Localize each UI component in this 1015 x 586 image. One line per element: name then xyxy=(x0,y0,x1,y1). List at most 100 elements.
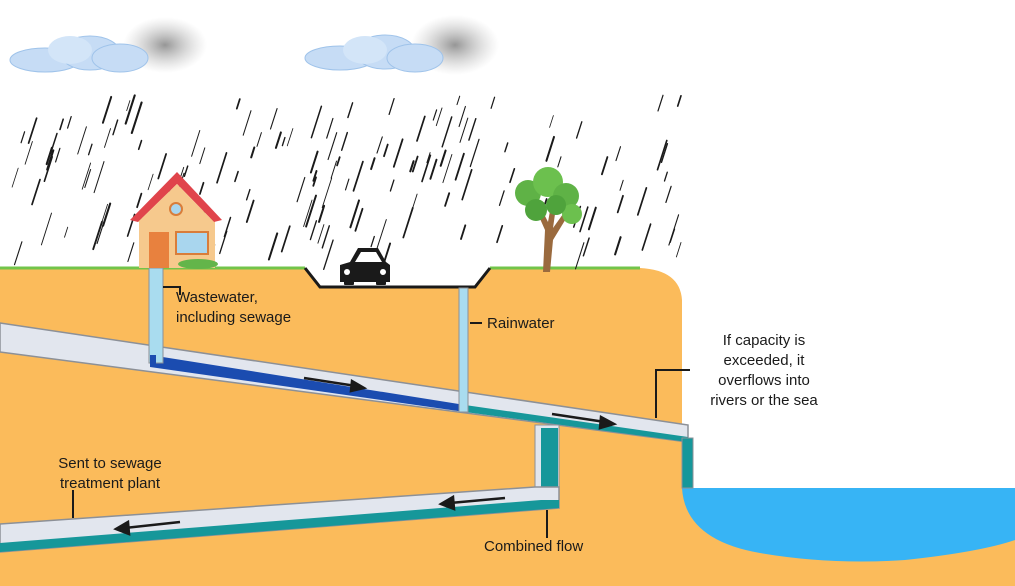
rain-streak xyxy=(444,192,451,207)
rain-streak xyxy=(84,168,92,189)
rain-streak xyxy=(59,118,64,131)
rain-streak xyxy=(458,105,466,128)
rain-streak xyxy=(582,237,590,257)
rain-streak xyxy=(77,126,87,155)
rain-streak xyxy=(296,176,306,203)
rain-streak xyxy=(641,223,652,251)
rain-streak xyxy=(549,115,554,128)
rain-streak xyxy=(157,153,167,180)
rain-streak xyxy=(223,216,232,238)
rain-streak xyxy=(392,138,404,168)
rain-streak xyxy=(124,94,136,125)
rain-icon xyxy=(11,94,682,270)
treatment-label: Sent to sewage treatment plant xyxy=(58,455,162,492)
rain-streak xyxy=(112,119,119,136)
rain-streak xyxy=(40,212,52,246)
rain-streak xyxy=(102,202,112,227)
rain-streak xyxy=(340,131,349,151)
rain-streak xyxy=(675,242,682,258)
rain-streak xyxy=(87,143,93,156)
rain-streak xyxy=(456,95,461,106)
rain-streak xyxy=(312,176,317,187)
rain-streak xyxy=(579,206,589,233)
flow-arrow-icon xyxy=(113,376,618,536)
rain-streak xyxy=(321,177,333,209)
rain-streak xyxy=(663,171,668,182)
rain-streak xyxy=(130,101,143,135)
rain-streak xyxy=(303,199,313,227)
rain-streak xyxy=(104,128,111,148)
rain-streak xyxy=(575,121,583,139)
rain-streak xyxy=(656,139,668,171)
rain-streak xyxy=(657,94,664,112)
rain-streak xyxy=(13,241,23,266)
rain-streak xyxy=(347,102,354,119)
rain-streak xyxy=(349,199,360,229)
rain-streak xyxy=(183,165,189,178)
rain-streak xyxy=(389,179,395,192)
car-icon xyxy=(340,248,390,285)
rain-streak xyxy=(616,194,624,214)
tree-icon xyxy=(515,167,582,272)
rain-streak xyxy=(269,108,278,130)
rain-streak xyxy=(326,117,334,139)
rain-streak xyxy=(245,199,255,223)
rain-streak xyxy=(439,149,447,167)
rain-streak xyxy=(256,132,262,147)
combined-flow-lower xyxy=(0,500,559,552)
rain-streak xyxy=(199,181,205,195)
rain-streak xyxy=(461,168,473,201)
rain-streak xyxy=(66,115,72,129)
rain-streak xyxy=(274,131,282,149)
rainwater-label: Rainwater xyxy=(487,315,555,332)
rain-streak xyxy=(426,152,431,164)
rain-streak xyxy=(93,161,105,194)
rainwater-drain-pipe xyxy=(458,287,469,413)
rain-streak xyxy=(137,139,143,151)
rain-streak xyxy=(459,117,469,143)
rain-streak xyxy=(20,131,26,144)
rain-streak xyxy=(468,117,477,141)
rain-streak xyxy=(354,207,364,232)
rain-streak xyxy=(280,225,291,253)
rain-streak xyxy=(614,236,622,256)
rain-streak xyxy=(370,235,375,248)
rain-streak xyxy=(127,242,135,263)
rain-streak xyxy=(435,107,443,127)
rain-streak xyxy=(92,220,103,251)
wastewater-label: Wastewater, including sewage xyxy=(176,289,292,326)
rain-streak xyxy=(147,173,154,191)
house-icon xyxy=(130,172,222,269)
rain-streak xyxy=(31,178,41,206)
rain-streak xyxy=(27,117,38,144)
rain-streak xyxy=(421,154,432,183)
rain-streak xyxy=(619,179,624,191)
rain-streak xyxy=(49,132,58,155)
rain-streak xyxy=(496,224,504,244)
rain-streak xyxy=(250,146,256,159)
rain-streak xyxy=(267,232,279,261)
rain-streak xyxy=(383,143,389,158)
rain-streak xyxy=(441,116,453,148)
rain-streak xyxy=(317,224,325,244)
rain-streak xyxy=(352,160,364,192)
rain-streak xyxy=(545,135,555,162)
rain-streak xyxy=(46,149,55,171)
rain-streak xyxy=(615,146,622,162)
rain-streak xyxy=(245,188,251,201)
rain-streak xyxy=(242,110,252,136)
rain-streak xyxy=(668,214,680,246)
rain-streak xyxy=(557,156,562,168)
rain-streak xyxy=(55,147,61,163)
rain-streak xyxy=(432,109,438,121)
house-drain-pipe xyxy=(148,267,164,364)
rain-streak xyxy=(11,167,19,188)
combined-flow-label: Combined flow xyxy=(484,538,584,555)
rain-streak xyxy=(574,242,585,270)
rain-streak xyxy=(509,167,516,184)
rain-streak xyxy=(587,206,597,231)
rain-streak xyxy=(600,156,609,176)
leader-lines xyxy=(72,286,690,538)
rain-streak xyxy=(669,228,676,244)
